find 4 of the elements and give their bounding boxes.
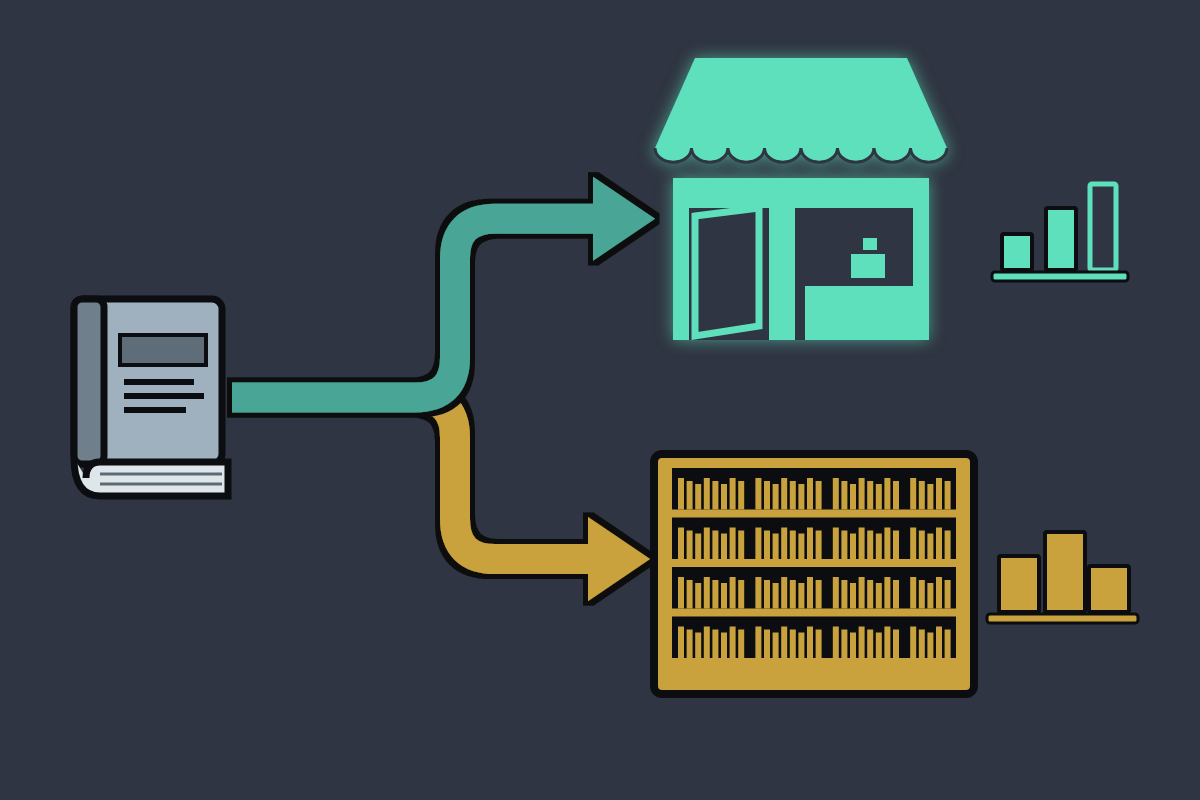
arrow xyxy=(232,176,655,413)
shop-icon xyxy=(655,58,947,340)
bookshelf-icon xyxy=(650,450,978,698)
book-icon xyxy=(70,295,232,500)
